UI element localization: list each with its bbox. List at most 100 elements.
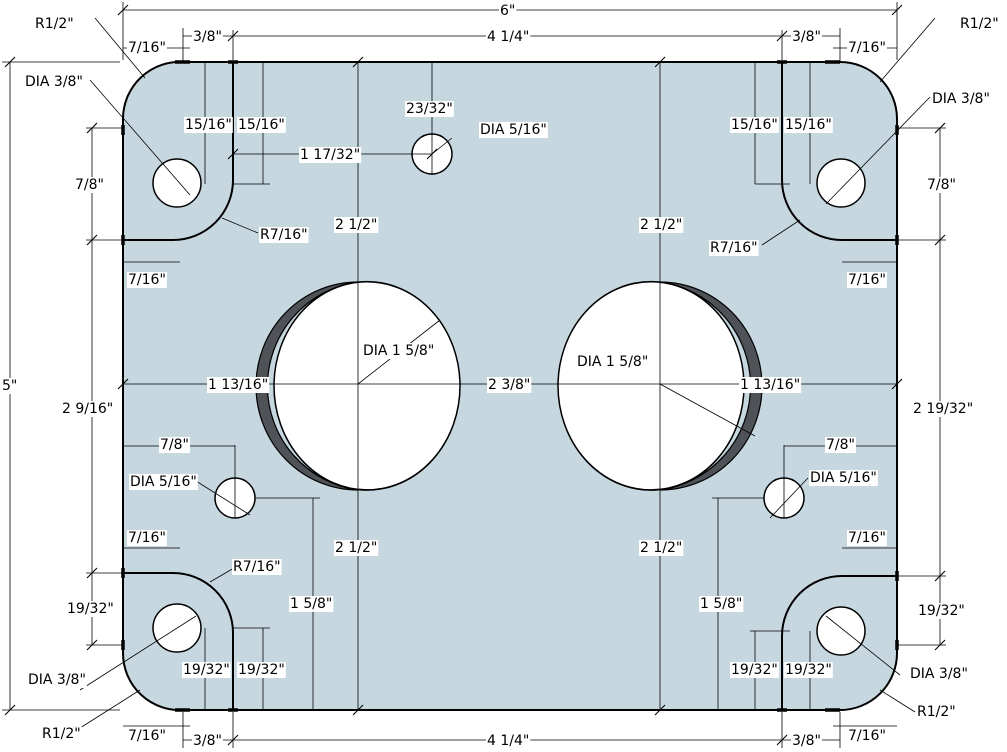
- label-7-8-l: 7/8": [75, 177, 104, 193]
- label-dia-1-5-8-r: DIA 1 5/8": [577, 354, 648, 370]
- label-dia-3-8-tl: DIA 3/8": [25, 74, 83, 90]
- label-7-16-low-r: 7/16": [848, 530, 886, 546]
- label-r7-16-bl: R7/16": [233, 559, 281, 575]
- label-background: [809, 470, 878, 486]
- label-dia-3-8-tr: DIA 3/8": [932, 91, 990, 107]
- pocket-top-left: [123, 62, 234, 241]
- hole-bottom-right: [816, 606, 866, 656]
- label-r-half-br: R1/2": [917, 704, 956, 720]
- label-7-16-bot-l: 7/16": [128, 728, 166, 744]
- label-background: [362, 343, 436, 359]
- label-7-16-top-l: 7/16": [128, 40, 166, 56]
- label-background: [931, 91, 991, 107]
- label-background: [299, 147, 362, 163]
- label-background: [499, 3, 517, 19]
- label-background: [184, 117, 233, 133]
- label-background: [730, 662, 779, 678]
- label-19-32-c: 19/32": [731, 662, 778, 678]
- label-background: [207, 377, 270, 393]
- label-background: [917, 603, 966, 619]
- label-7-16-mid-r: 7/16": [848, 272, 886, 288]
- label-background: [699, 596, 744, 612]
- label-background: [847, 530, 887, 546]
- label-15-16-d: 15/16": [785, 117, 832, 133]
- label-background: [847, 728, 887, 744]
- label-overall-height: 5": [2, 378, 17, 394]
- label-background: [127, 40, 167, 56]
- label-background: [34, 16, 75, 32]
- label-7-8-mid-l: 7/8": [160, 437, 189, 453]
- label-background: [926, 177, 957, 193]
- label-19-32-r: 19/32": [918, 603, 965, 619]
- label-1-13-16-l: 1 13/16": [208, 377, 268, 393]
- label-top-span: 4 1/4": [487, 29, 529, 45]
- label-background: [639, 217, 684, 233]
- label-background: [127, 272, 167, 288]
- pocket-top-right: [781, 62, 897, 241]
- label-3-8-bot-r: 3/8": [792, 733, 821, 749]
- label-background: [1, 378, 19, 394]
- label-background: [405, 101, 454, 117]
- label-background: [192, 733, 223, 749]
- label-background: [192, 29, 223, 45]
- label-background: [232, 559, 282, 575]
- label-background: [24, 74, 84, 90]
- label-23-32: 23/32": [406, 101, 453, 117]
- pocket-bottom-left: [123, 572, 234, 710]
- label-2-3-8: 2 3/8": [488, 377, 530, 393]
- bore-right: [557, 280, 763, 491]
- label-2-19-32: 2 19/32": [913, 401, 973, 417]
- label-1-5-8-l: 1 5/8": [290, 596, 332, 612]
- label-2-half-bl: 2 1/2": [335, 540, 377, 556]
- label-r-half-bl: R1/2": [42, 726, 81, 742]
- label-background: [639, 540, 684, 556]
- label-background: [237, 117, 286, 133]
- bore-left: [255, 280, 461, 491]
- label-dia-3-8-bl: DIA 3/8": [28, 672, 86, 688]
- label-background: [127, 728, 167, 744]
- label-2-half-br: 2 1/2": [640, 540, 682, 556]
- hole-top-right: [816, 158, 866, 208]
- label-19-32-l: 19/32": [67, 601, 114, 617]
- label-background: [61, 401, 115, 417]
- label-background: [159, 437, 190, 453]
- label-dia-5-16-r: DIA 5/16": [810, 470, 877, 486]
- label-7-8-r: 7/8": [927, 177, 956, 193]
- label-background: [916, 704, 957, 720]
- label-background: [129, 474, 198, 490]
- label-background: [487, 377, 532, 393]
- label-background: [74, 177, 105, 193]
- label-7-16-top-r: 7/16": [848, 40, 886, 56]
- label-background: [182, 662, 231, 678]
- label-3-8-top-r: 3/8": [792, 29, 821, 45]
- label-background: [127, 530, 167, 546]
- label-7-16-mid-l: 7/16": [128, 272, 166, 288]
- label-background: [41, 726, 82, 742]
- label-7-8-mid-r: 7/8": [826, 437, 855, 453]
- label-2-half-tl: 2 1/2": [335, 217, 377, 233]
- label-2-9-16: 2 9/16": [62, 401, 113, 417]
- label-background: [289, 596, 334, 612]
- label-r7-16-tl: R7/16": [260, 227, 308, 243]
- label-background: [66, 601, 115, 617]
- label-background: [259, 227, 309, 243]
- label-3-8-bot-l: 3/8": [193, 733, 222, 749]
- label-dia-3-8-br: DIA 3/8": [910, 666, 968, 682]
- label-bottom-span: 4 1/4": [487, 733, 529, 749]
- label-1-13-16-r: 1 13/16": [740, 377, 800, 393]
- label-background: [912, 401, 975, 417]
- label-19-32-a: 19/32": [183, 662, 230, 678]
- label-background: [784, 117, 833, 133]
- label-background: [486, 29, 531, 45]
- label-background: [237, 662, 286, 678]
- label-r-half-tl: R1/2": [35, 16, 74, 32]
- pocket-bottom-right: [781, 575, 897, 710]
- label-background: [909, 666, 969, 682]
- dimension-labels: 6" 5" 4 1/4" 4 1/4" R1/2" R1/2" R1/2" R1…: [1, 3, 1000, 749]
- label-background: [730, 117, 779, 133]
- label-15-16-c: 15/16": [731, 117, 778, 133]
- label-19-32-d: 19/32": [785, 662, 832, 678]
- label-15-16-a: 15/16": [185, 117, 232, 133]
- label-r7-16-tr: R7/16": [710, 240, 758, 256]
